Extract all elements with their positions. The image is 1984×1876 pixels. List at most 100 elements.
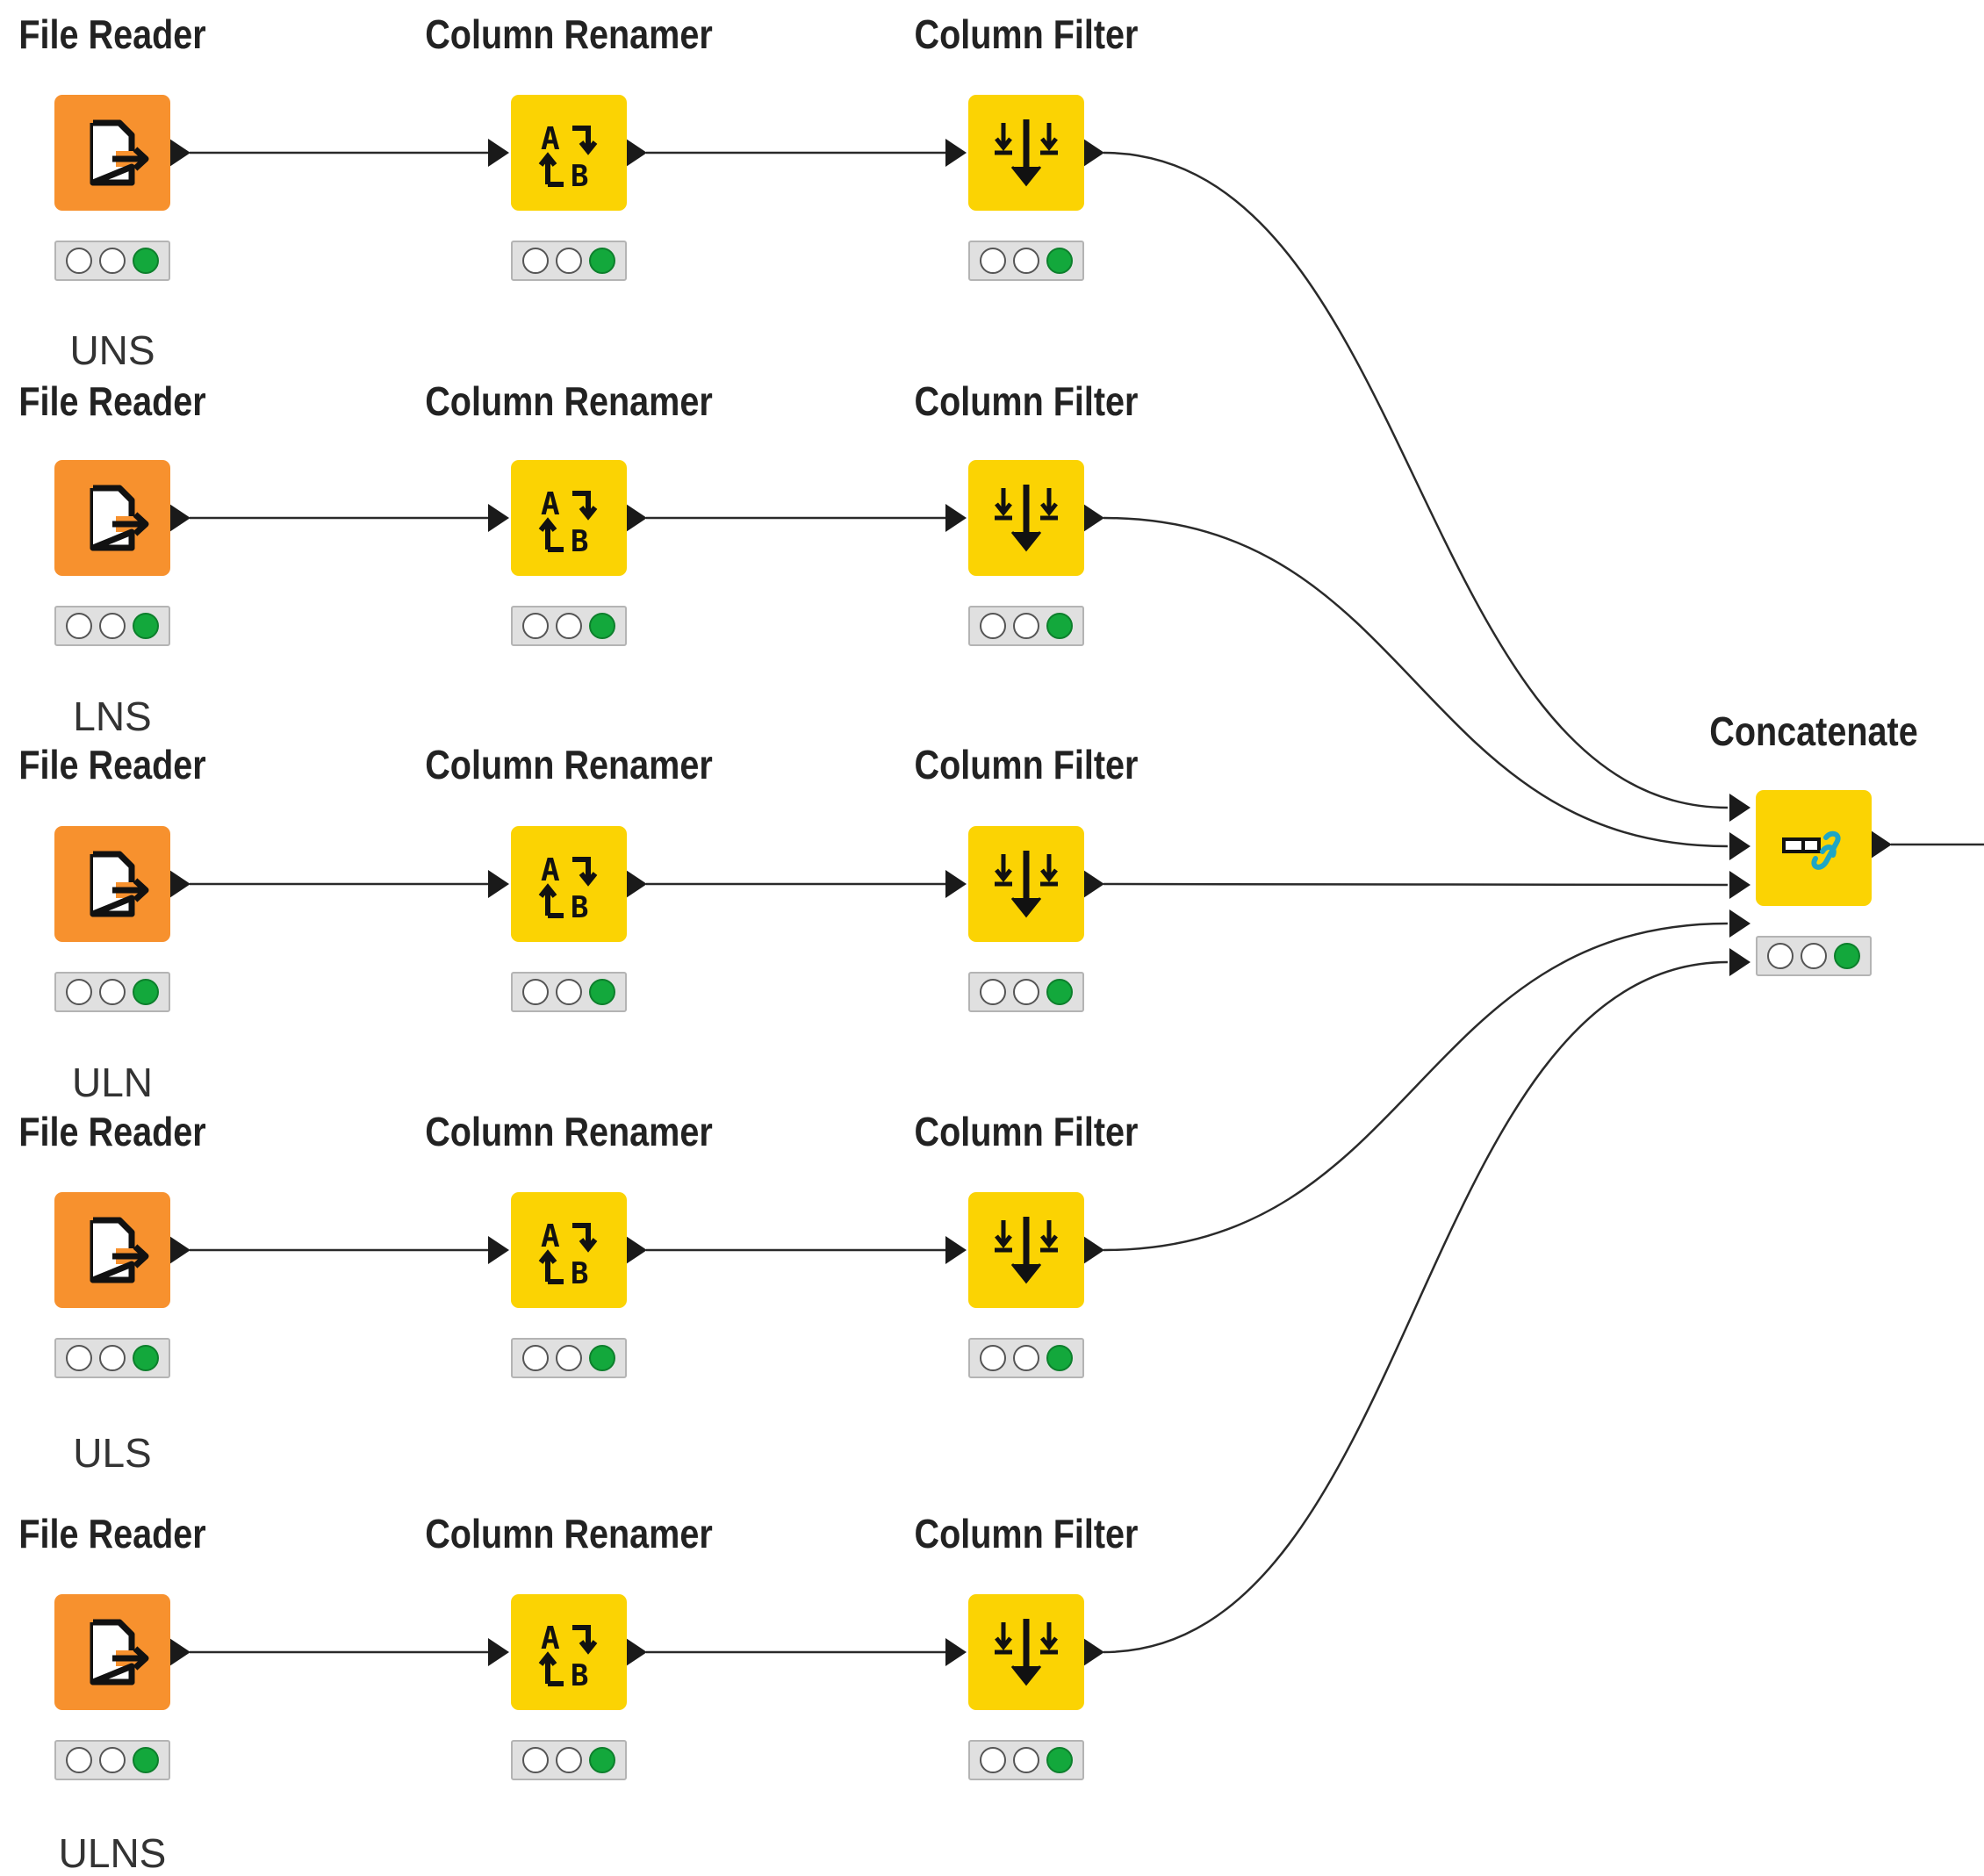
file-reader-icon — [70, 1208, 155, 1292]
row-5-filter-status-indicator — [968, 1740, 1084, 1780]
row-5-renamer-input-port[interactable] — [488, 1638, 509, 1666]
row-5-filter-input-port[interactable] — [945, 1638, 967, 1666]
row-1-filter-node[interactable] — [968, 95, 1084, 211]
row-5-filter-output-port[interactable] — [1083, 1638, 1104, 1666]
status-light-yellow-off — [1013, 248, 1039, 274]
row-4-label: ULS — [73, 1430, 152, 1476]
concatenate-title: Concatenate — [1709, 708, 1918, 754]
row-3-reader-output-port[interactable] — [169, 870, 190, 898]
status-light-green-on — [133, 248, 159, 274]
column-renamer-icon: A B — [527, 476, 611, 560]
row-2-renamer-title: Column Renamer — [425, 378, 713, 424]
row-2-filter-output-port[interactable] — [1083, 504, 1104, 532]
row-4-filter-title: Column Filter — [914, 1109, 1139, 1154]
row-4-reader-output-port[interactable] — [169, 1236, 190, 1264]
concatenate-input-port-3[interactable] — [1729, 871, 1750, 899]
svg-text:A: A — [541, 121, 560, 157]
row-2-renamer-input-port[interactable] — [488, 504, 509, 532]
concatenate-input-port-1[interactable] — [1729, 794, 1750, 822]
row-2-renamer-output-port[interactable] — [626, 504, 647, 532]
svg-text:A: A — [541, 1621, 560, 1657]
row-5-reader-node[interactable] — [54, 1594, 170, 1710]
row-2-reader-title: File Reader — [18, 378, 206, 424]
file-reader-icon — [70, 111, 155, 195]
file-reader-icon — [70, 842, 155, 926]
status-light-yellow-off — [99, 1345, 126, 1371]
row-1-reader-node[interactable] — [54, 95, 170, 211]
row-5-renamer-title: Column Renamer — [425, 1511, 713, 1556]
row-4-renamer-output-port[interactable] — [626, 1236, 647, 1264]
concatenate-node[interactable] — [1756, 790, 1872, 906]
row-1-filter-title: Column Filter — [914, 11, 1139, 57]
row-1-filter-output-port[interactable] — [1083, 139, 1104, 167]
row-4-to-concatenate-connection[interactable] — [1103, 922, 1729, 1252]
row-2-filter-title: Column Filter — [914, 378, 1139, 424]
row-2-to-concatenate-connection[interactable] — [1103, 516, 1729, 848]
row-2-filter-input-port[interactable] — [945, 504, 967, 532]
column-filter-icon — [984, 111, 1068, 195]
svg-text:B: B — [571, 1256, 588, 1291]
row-3-renamer-input-port[interactable] — [488, 870, 509, 898]
row-3-filter-status-indicator — [968, 972, 1084, 1012]
row-3-renamer-status-indicator — [511, 972, 627, 1012]
status-light-yellow-off — [99, 1747, 126, 1773]
concatenate-input-port-4[interactable] — [1729, 909, 1750, 938]
row-4-renamer-node[interactable]: A B — [511, 1192, 627, 1308]
row-5-renamer-node[interactable]: A B — [511, 1594, 627, 1710]
concatenate-input-port-5[interactable] — [1729, 948, 1750, 976]
row-3-renamer-node[interactable]: A B — [511, 826, 627, 942]
row-2-reader-node[interactable] — [54, 460, 170, 576]
row-4-filter-output-port[interactable] — [1083, 1236, 1104, 1264]
row-4-reader-node[interactable] — [54, 1192, 170, 1308]
concatenate-output-port[interactable] — [1871, 830, 1892, 859]
row-1-to-concatenate-connection[interactable] — [1103, 151, 1729, 809]
concatenate-status-indicator — [1756, 936, 1872, 976]
row-1-renamer-output-port[interactable] — [626, 139, 647, 167]
status-light-yellow-off — [556, 979, 582, 1005]
row-2-reader-output-port[interactable] — [169, 504, 190, 532]
row-1-reader-output-port[interactable] — [169, 139, 190, 167]
concatenate-input-port-2[interactable] — [1729, 832, 1750, 860]
row-2-filter-node[interactable] — [968, 460, 1084, 576]
row-3-filter-input-port[interactable] — [945, 870, 967, 898]
row-3-label: ULN — [71, 1060, 154, 1105]
row-2-renamer-node[interactable]: A B — [511, 460, 627, 576]
row-5-renamer-status-indicator — [511, 1740, 627, 1780]
row-3-filter-output-port[interactable] — [1083, 870, 1104, 898]
row-4-renamer-input-port[interactable] — [488, 1236, 509, 1264]
row-5-filter-node[interactable] — [968, 1594, 1084, 1710]
row-5-label: ULNS — [58, 1830, 167, 1876]
status-light-red-off — [66, 1747, 92, 1773]
row-3-to-concatenate-connection[interactable] — [1103, 882, 1729, 887]
row-4-filter-input-port[interactable] — [945, 1236, 967, 1264]
row-3-reader-title: File Reader — [18, 742, 206, 787]
status-light-yellow-off — [1013, 613, 1039, 639]
row-1-reader-title: File Reader — [18, 11, 206, 57]
row-1-filter-input-port[interactable] — [945, 139, 967, 167]
row-4-filter-node[interactable] — [968, 1192, 1084, 1308]
status-light-red-off — [980, 1747, 1006, 1773]
file-reader-icon — [70, 1610, 155, 1694]
row-3-renamer-output-port[interactable] — [626, 870, 647, 898]
row-3-filter-node[interactable] — [968, 826, 1084, 942]
status-light-red-off — [66, 613, 92, 639]
row-5-renamer-output-port[interactable] — [626, 1638, 647, 1666]
row-2-reader-status-indicator — [54, 606, 170, 646]
row-5-to-concatenate-connection[interactable] — [1103, 960, 1729, 1654]
row-3-reader-status-indicator — [54, 972, 170, 1012]
status-light-green-on — [589, 613, 615, 639]
status-light-yellow-off — [1801, 943, 1827, 969]
row-5-reader-output-port[interactable] — [169, 1638, 190, 1666]
svg-text:B: B — [571, 524, 588, 559]
status-light-red-off — [522, 979, 549, 1005]
row-1-renamer-node[interactable]: A B — [511, 95, 627, 211]
status-light-yellow-off — [556, 1747, 582, 1773]
row-1-renamer-input-port[interactable] — [488, 139, 509, 167]
row-2-label: LNS — [73, 694, 152, 739]
row-3-reader-node[interactable] — [54, 826, 170, 942]
file-reader-icon — [70, 476, 155, 560]
column-filter-icon — [984, 842, 1068, 926]
status-light-yellow-off — [99, 248, 126, 274]
